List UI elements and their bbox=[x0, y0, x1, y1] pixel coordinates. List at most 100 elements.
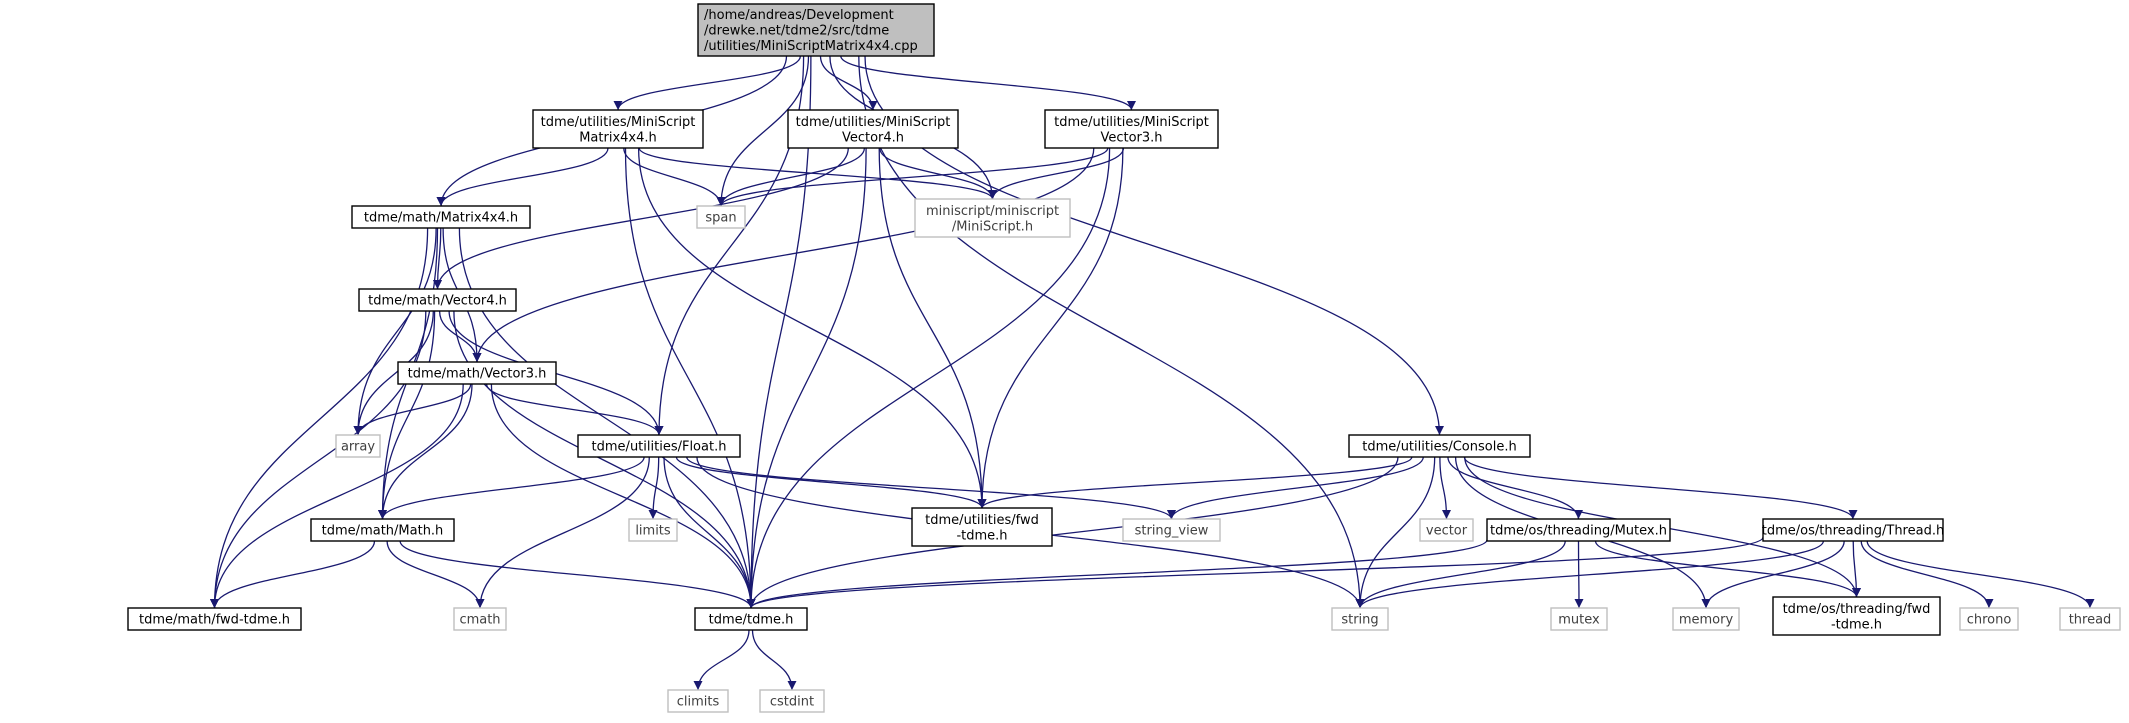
node-label: chrono bbox=[1967, 613, 2012, 628]
node-fwd_math: tdme/math/fwd-tdme.h bbox=[127, 607, 302, 631]
node-climits: climits bbox=[667, 689, 729, 713]
edge-tdme_h-to-climits bbox=[693, 629, 750, 691]
node-label: string bbox=[1341, 613, 1378, 628]
node-label: -tdme.h bbox=[1831, 617, 1882, 632]
node-mutex_h: tdme/os/threading/Mutex.h bbox=[1486, 518, 1671, 542]
edge-ms_vector4_h-to-vector4_h bbox=[433, 147, 849, 290]
edge-console_h-to-fwd_util bbox=[977, 456, 1413, 509]
edge-ms_matrix_h-to-matrix4x4_h bbox=[436, 147, 609, 207]
node-label: tdme/utilities/Console.h bbox=[1362, 440, 1516, 455]
edge-ms_vector3_h-to-tdme_h bbox=[746, 147, 1111, 609]
edge-root-to-ms_vector3_h bbox=[840, 55, 1136, 111]
node-root: /home/andreas/Development/drewke.net/tdm… bbox=[697, 3, 935, 57]
edge-console_h-to-tdme_h bbox=[746, 456, 1399, 609]
edge-ms_matrix_h-to-miniscript_h bbox=[638, 147, 997, 200]
nodes: /home/andreas/Development/drewke.net/tdm… bbox=[127, 3, 2121, 713]
node-label: /utilities/MiniScriptMatrix4x4.cpp bbox=[704, 39, 918, 54]
edge-vector4_h-to-tdme_h bbox=[453, 310, 756, 609]
edge-mutex_h-to-string bbox=[1355, 540, 1566, 609]
node-label: tdme/utilities/MiniScript bbox=[541, 115, 696, 130]
edge-ms_matrix_h-to-fwd_util bbox=[637, 147, 987, 509]
edge-vector4_h-to-math_h bbox=[378, 310, 436, 520]
edge-ms_vector3_h-to-vector3_h bbox=[472, 147, 1095, 363]
node-matrix4x4_h: tdme/math/Matrix4x4.h bbox=[351, 205, 531, 229]
node-cmath: cmath bbox=[453, 607, 507, 631]
node-label: array bbox=[341, 440, 375, 455]
node-label: tdme/utilities/MiniScript bbox=[1054, 115, 1209, 130]
edge-ms_vector3_h-to-span bbox=[716, 147, 1109, 207]
edge-vector3_h-to-float_h bbox=[485, 383, 664, 436]
edge-float_h-to-math_h bbox=[378, 456, 645, 520]
node-label: Vector4.h bbox=[842, 130, 904, 145]
edge-console_h-to-vector bbox=[1439, 456, 1451, 520]
node-label: tdme/utilities/fwd bbox=[925, 513, 1039, 528]
node-limits: limits bbox=[628, 518, 678, 542]
edge-console_h-to-string bbox=[1355, 456, 1436, 609]
node-label: limits bbox=[635, 524, 671, 539]
node-mutex: mutex bbox=[1550, 607, 1608, 631]
edge-vector3_h-to-tdme_h bbox=[490, 383, 756, 609]
node-ms_matrix_h: tdme/utilities/MiniScriptMatrix4x4.h bbox=[532, 109, 704, 149]
edge-thread_h-to-fwd_thread bbox=[1851, 540, 1861, 598]
node-label: /drewke.net/tdme2/src/tdme bbox=[704, 24, 889, 39]
edge-matrix4x4_h-to-tdme_h bbox=[458, 227, 756, 609]
edge-matrix4x4_h-to-vector4_h bbox=[433, 227, 443, 290]
node-label: /home/andreas/Development bbox=[704, 8, 894, 23]
edge-math_h-to-cmath bbox=[386, 540, 485, 609]
node-label: vector bbox=[1426, 524, 1468, 539]
node-label: tdme/math/fwd-tdme.h bbox=[139, 613, 290, 628]
edge-root-to-span bbox=[716, 55, 810, 207]
edge-float_h-to-limits bbox=[648, 456, 660, 520]
node-label: cstdint bbox=[770, 695, 814, 710]
edge-vector3_h-to-array bbox=[353, 383, 472, 436]
edge-vector4_h-to-vector3_h bbox=[438, 310, 482, 363]
edge-console_h-to-mutex_h bbox=[1447, 456, 1583, 520]
edge-vector3_h-to-fwd_math bbox=[210, 383, 464, 609]
node-miniscript_h: miniscript/miniscript/MiniScript.h bbox=[914, 198, 1071, 238]
node-string_view: string_view bbox=[1122, 518, 1221, 542]
node-label: string_view bbox=[1135, 524, 1209, 539]
edge-ms_vector3_h-to-fwd_util bbox=[977, 147, 1124, 509]
node-console_h: tdme/utilities/Console.h bbox=[1348, 434, 1531, 458]
edge-root-to-ms_matrix_h bbox=[613, 55, 802, 111]
node-label: -tdme.h bbox=[956, 528, 1007, 543]
node-label: Matrix4x4.h bbox=[579, 130, 657, 145]
node-label: tdme/utilities/Float.h bbox=[592, 440, 727, 455]
node-math_h: tdme/math/Math.h bbox=[310, 518, 455, 542]
node-label: tdme/math/Math.h bbox=[322, 524, 444, 539]
node-span: span bbox=[696, 205, 746, 229]
node-vector4_h: tdme/math/Vector4.h bbox=[358, 288, 517, 312]
edge-float_h-to-tdme_h bbox=[663, 456, 756, 609]
node-label: mutex bbox=[1558, 613, 1600, 628]
node-label: /MiniScript.h bbox=[952, 219, 1033, 234]
node-label: tdme/math/Vector3.h bbox=[408, 367, 547, 382]
node-array: array bbox=[335, 434, 381, 458]
node-thread: thread bbox=[2059, 607, 2121, 631]
node-tdme_h: tdme/tdme.h bbox=[694, 607, 808, 631]
edge-thread_h-to-string bbox=[1355, 540, 1825, 609]
node-label: thread bbox=[2069, 613, 2112, 628]
edge-tdme_h-to-cstdint bbox=[751, 629, 797, 691]
edge-float_h-to-cmath bbox=[475, 456, 650, 609]
node-label: Vector3.h bbox=[1100, 130, 1162, 145]
node-label: tdme/os/threading/fwd bbox=[1783, 602, 1931, 617]
node-label: tdme/os/threading/Thread.h bbox=[1762, 524, 1944, 539]
node-label: climits bbox=[677, 695, 720, 710]
node-fwd_thread: tdme/os/threading/fwd-tdme.h bbox=[1772, 596, 1941, 636]
node-vector: vector bbox=[1419, 518, 1474, 542]
edge-matrix4x4_h-to-fwd_math bbox=[210, 227, 429, 609]
edge-math_h-to-tdme_h bbox=[399, 540, 756, 609]
edge-ms_matrix_h-to-tdme_h bbox=[624, 147, 756, 609]
edge-float_h-to-fwd_util bbox=[675, 456, 987, 509]
edge-ms_vector4_h-to-span bbox=[716, 147, 866, 207]
edge-math_h-to-fwd_math bbox=[210, 540, 376, 609]
node-label: cmath bbox=[459, 613, 500, 628]
node-label: tdme/math/Matrix4x4.h bbox=[364, 211, 518, 226]
edge-root-to-string bbox=[858, 55, 1365, 609]
node-label: span bbox=[705, 211, 736, 226]
edge-mutex_h-to-mutex bbox=[1574, 540, 1584, 609]
node-label: tdme/utilities/MiniScript bbox=[796, 115, 951, 130]
node-label: tdme/os/threading/Mutex.h bbox=[1490, 524, 1667, 539]
